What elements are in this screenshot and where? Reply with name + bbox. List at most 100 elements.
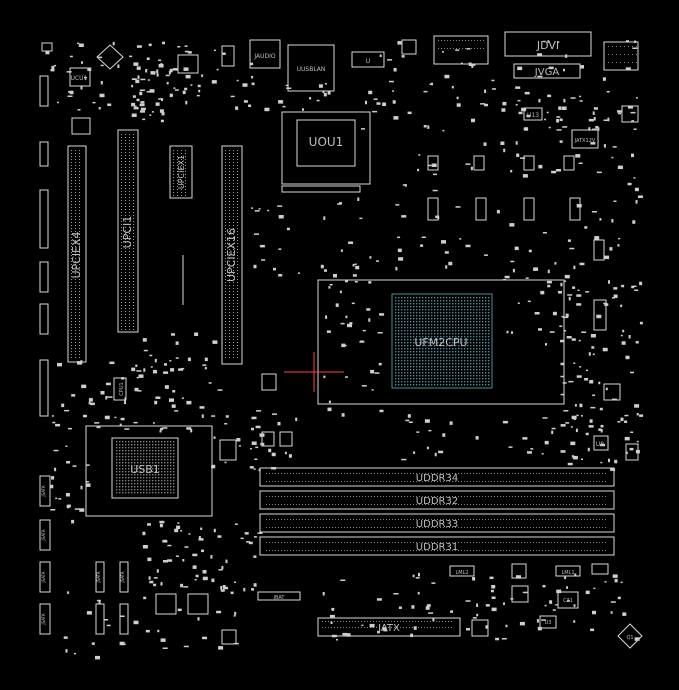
smd-component <box>620 417 624 422</box>
slot-pin <box>71 291 72 292</box>
smd-component <box>162 647 168 649</box>
smd-component <box>434 452 437 457</box>
sb-ball <box>134 489 136 491</box>
sb-ball <box>128 486 130 488</box>
dimm-pin <box>317 542 318 543</box>
cpu-pad <box>455 315 457 317</box>
dimm-pin <box>350 527 351 528</box>
dimm-pin <box>359 473 360 474</box>
sb-ball <box>128 468 130 470</box>
cpu-pad <box>449 333 451 335</box>
smd-component <box>558 291 562 294</box>
slot-pin <box>79 270 80 271</box>
label-jsata1: JSATA <box>41 485 46 497</box>
slot-pin <box>71 204 72 205</box>
sb-ball <box>134 465 136 467</box>
slot-pin <box>75 306 76 307</box>
smd-component <box>194 332 199 336</box>
cpu-pad <box>446 348 448 350</box>
smd-component <box>112 41 115 46</box>
slot-pin <box>233 351 234 352</box>
slot-pin <box>71 225 72 226</box>
sb-ball <box>164 489 166 491</box>
cpu-pad <box>473 339 475 341</box>
smd-component <box>295 417 298 422</box>
smd-component <box>612 146 617 148</box>
upciex1-slot <box>169 145 193 199</box>
cpu-pad <box>407 303 409 305</box>
slot-pin <box>133 182 134 183</box>
cpu-pad <box>410 372 412 374</box>
slot-pin <box>173 192 174 193</box>
cpu-pad <box>401 309 403 311</box>
smd-component <box>153 369 157 374</box>
cpu-pad <box>482 354 484 356</box>
dimm-pin <box>500 481 501 482</box>
header-pin <box>474 48 475 49</box>
cpu-pad <box>413 339 415 341</box>
slot-pin <box>225 204 226 205</box>
smd-component <box>254 458 258 460</box>
cpu-pad <box>425 324 427 326</box>
dimm-pin <box>278 481 279 482</box>
dimm-pin <box>584 527 585 528</box>
dimm-pin <box>401 550 402 551</box>
cpu-pad <box>446 381 448 383</box>
dimm-pin <box>536 496 537 497</box>
slot-pin <box>229 153 230 154</box>
cpu-pad <box>434 309 436 311</box>
dimm-pin <box>590 504 591 505</box>
cpu-pad <box>416 354 418 356</box>
slot-pin <box>71 165 72 166</box>
slot-pin <box>129 275 130 276</box>
smd-component <box>631 285 635 289</box>
slot-pin <box>185 150 186 151</box>
dimm-pin <box>377 542 378 543</box>
dimm-pin <box>533 504 534 505</box>
cpu-pad <box>395 327 397 329</box>
dimm-pin <box>485 504 486 505</box>
atx-pin <box>418 621 419 622</box>
smd-component <box>174 410 179 412</box>
dimm-pin <box>353 496 354 497</box>
smd-component <box>572 286 576 289</box>
far-right-small <box>591 563 609 575</box>
dimm-pin <box>332 473 333 474</box>
dimm-pin <box>473 481 474 482</box>
cpu-pad <box>470 327 472 329</box>
slot-pin <box>229 165 230 166</box>
dimm-pin <box>380 527 381 528</box>
smd-component <box>564 274 570 279</box>
cpu-pad <box>446 372 448 374</box>
dimm-pin <box>425 519 426 520</box>
dimm-pin <box>485 527 486 528</box>
smd-component <box>590 334 596 338</box>
slot-pin <box>79 195 80 196</box>
dimm-pin <box>560 473 561 474</box>
dimm-pin <box>395 504 396 505</box>
atx-pin <box>427 621 428 622</box>
cpu-pad <box>404 369 406 371</box>
smd-component <box>143 349 148 352</box>
dimm-pin <box>386 527 387 528</box>
label-jsata4: JSATA <box>41 613 46 625</box>
slot-pin <box>75 351 76 352</box>
cpu-pad <box>461 369 463 371</box>
dimm-pin <box>524 550 525 551</box>
sb-ball <box>158 468 160 470</box>
atx-pin <box>337 627 338 628</box>
cpu-pad <box>401 297 403 299</box>
cpu-pad <box>488 354 490 356</box>
smd-component <box>63 636 68 639</box>
label-jsata6: JSATA <box>120 571 125 583</box>
slot-pin <box>79 315 80 316</box>
slot-pin <box>133 224 134 225</box>
slot-pin <box>121 179 122 180</box>
cpu-pad <box>425 336 427 338</box>
dimm-pin <box>329 550 330 551</box>
cpu-pad <box>461 363 463 365</box>
dimm-pin <box>293 519 294 520</box>
atx-pin <box>346 627 347 628</box>
dimm-pin <box>392 496 393 497</box>
cpu-pad <box>431 327 433 329</box>
